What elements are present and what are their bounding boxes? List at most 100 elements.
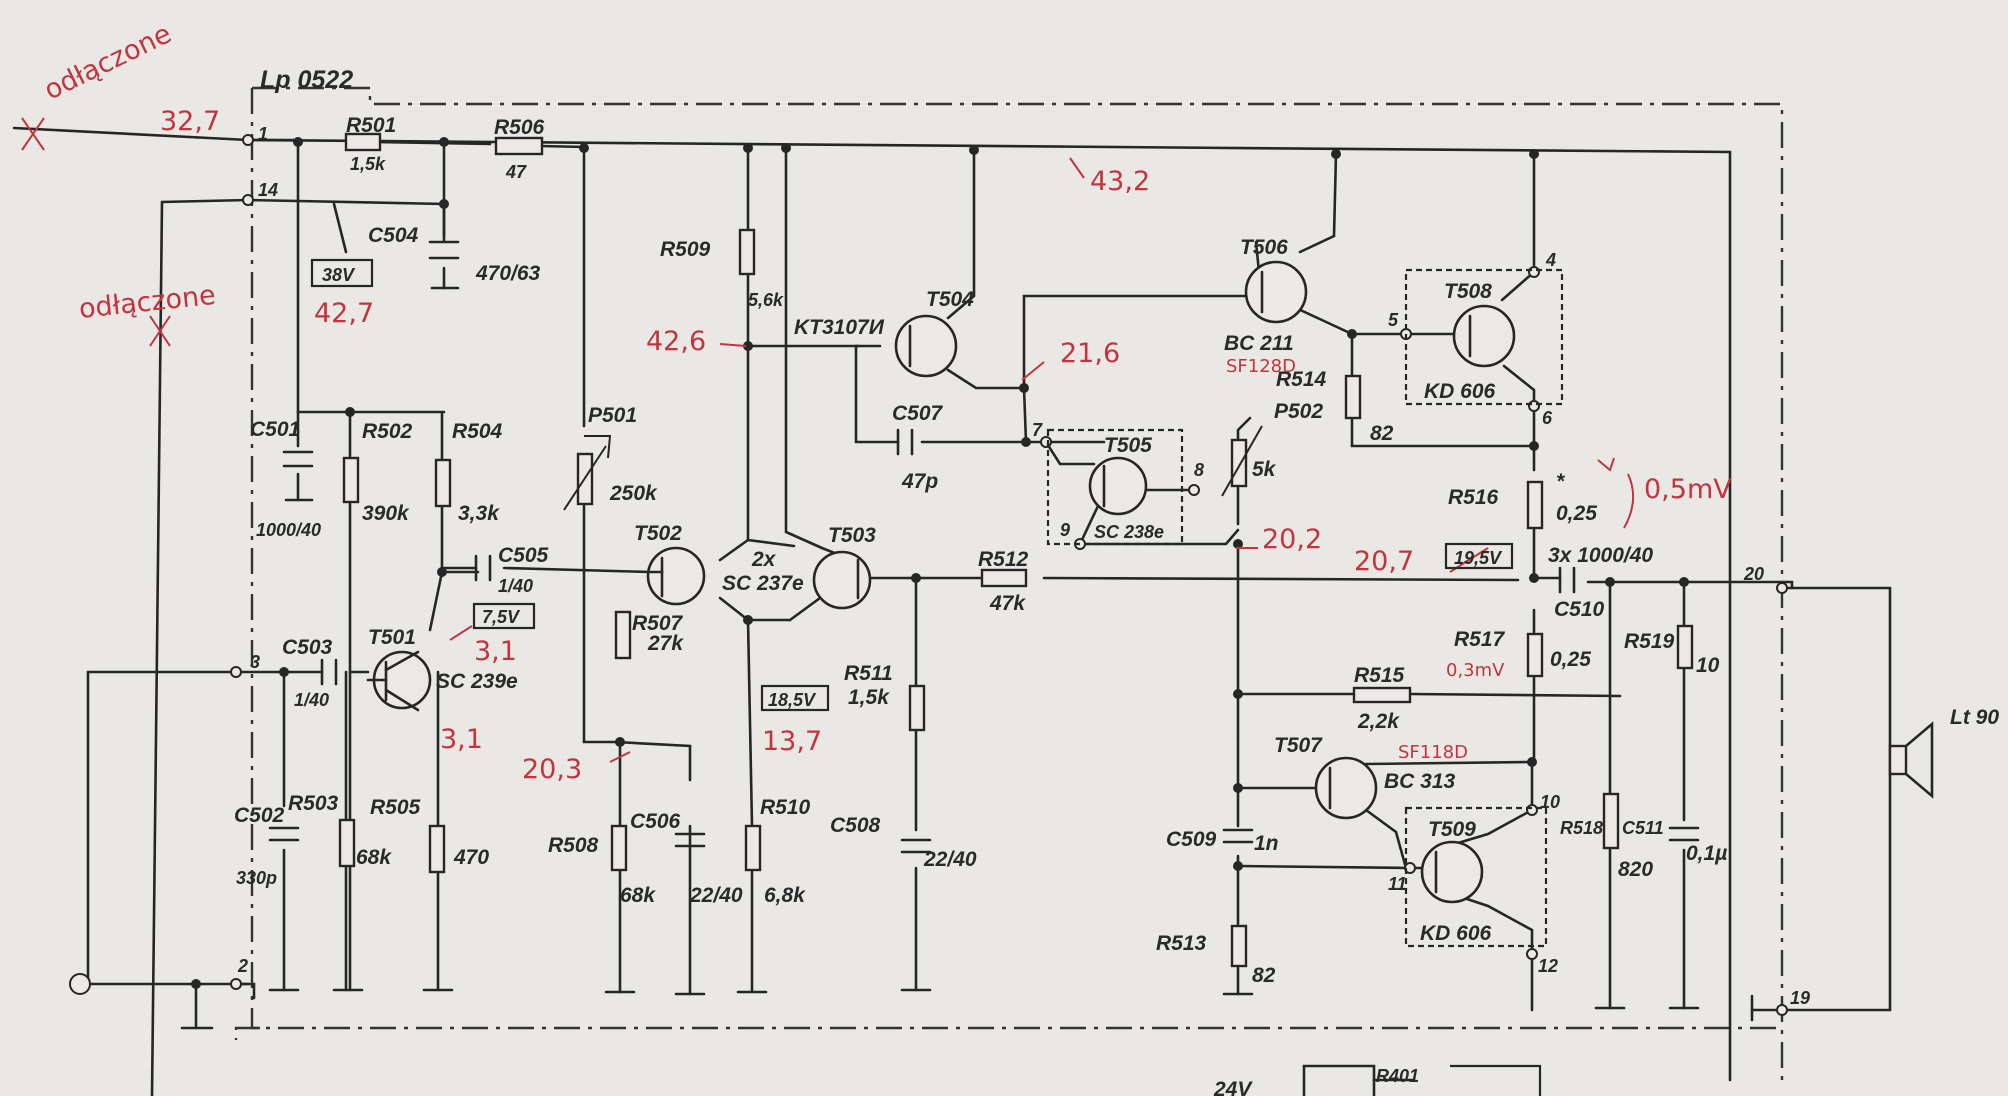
label-t505: T505 (1104, 434, 1152, 457)
label-t504-type: KT3107И (794, 316, 885, 339)
label-t507: T507 (1274, 734, 1323, 757)
label-c510: C510 (1554, 598, 1605, 621)
r515-body (1352, 686, 1412, 704)
label-r519: R519 (1624, 630, 1675, 653)
label-c508-value: 22/40 (923, 848, 977, 871)
note-r516-drop: 0,5mV (1644, 474, 1732, 505)
r502-body (342, 456, 360, 504)
label-r516-value: 0,25 (1556, 502, 1597, 525)
voltage-box-7-5v: 7,5V (482, 607, 521, 627)
label-r508-value: 68k (620, 884, 656, 907)
label-c502-value: 330p (236, 868, 277, 888)
r510-body (744, 824, 762, 872)
label-r514-value: 82 (1370, 422, 1394, 445)
label-r511-value: 1,5k (848, 686, 890, 709)
t503-symbol (812, 550, 872, 610)
label-c504: C504 (368, 224, 419, 247)
label-r502-value: 390k (362, 502, 410, 525)
ground-symbols (268, 286, 1700, 1010)
label-t501: T501 (368, 626, 416, 649)
label-r503-value: 68k (356, 846, 392, 869)
label-r515: R515 (1354, 664, 1405, 687)
label-c505-value: 1/40 (498, 576, 533, 596)
note-top-left: odłączone (39, 18, 176, 106)
label-p501: P501 (588, 404, 637, 427)
t507-symbol (1314, 756, 1378, 820)
label-c504-value: 470/63 (475, 262, 541, 285)
label-t506-type: BC 211 (1224, 332, 1294, 355)
t509-symbol (1420, 840, 1484, 904)
note-mid-left: odłączone (77, 280, 217, 325)
r516-body (1526, 480, 1544, 530)
p502-body (1230, 438, 1248, 488)
board-title: Lp 0522 (260, 66, 353, 94)
pin-2: 2 (237, 956, 248, 976)
board-frame (234, 86, 1784, 1080)
r519-body (1676, 624, 1694, 670)
label-r504-value: 3,3k (458, 502, 500, 525)
label-r512-value: 47k (989, 592, 1026, 615)
pin-9: 9 (1060, 520, 1070, 540)
note-node-38v: 42,7 (314, 298, 374, 329)
r504-body (434, 458, 452, 508)
label-r505-value: 470 (453, 846, 489, 869)
voltage-box-18-5v: 18,5V (768, 690, 817, 710)
r518-body (1602, 792, 1620, 850)
note-t506-alt: SF128D (1226, 356, 1296, 377)
label-r516: R516 (1448, 486, 1499, 509)
label-r508: R508 (548, 834, 599, 857)
label-r502: R502 (362, 420, 413, 443)
label-c506-value: 22/40 (689, 884, 743, 907)
label-r517-value: 0,25 (1550, 648, 1591, 671)
label-r506-value: 47 (505, 162, 527, 182)
label-t509: T509 (1428, 818, 1476, 841)
label-r518: R518 (1560, 818, 1603, 838)
label-p501-value: 250k (609, 482, 658, 505)
label-p502-value: 5k (1252, 458, 1277, 481)
pin-3: 3 (250, 652, 260, 672)
label-c503: C503 (282, 636, 333, 659)
label-r512: R512 (978, 548, 1029, 571)
label-r504: R504 (452, 420, 503, 443)
t502-symbol (646, 546, 706, 606)
note-r517-drop: 0,3mV (1446, 660, 1505, 681)
label-r401: R401 (1376, 1066, 1419, 1086)
pin-4: 4 (1545, 250, 1556, 270)
label-c509: C509 (1166, 828, 1217, 851)
pin-6: 6 (1542, 408, 1553, 428)
resistors (338, 132, 1694, 968)
label-c505: C505 (498, 544, 549, 567)
label-r519-value: 10 (1696, 654, 1720, 677)
r511-body (908, 684, 926, 732)
label-c509-value: 1n (1254, 832, 1279, 855)
label-t502: T502 (634, 522, 682, 545)
t508-symbol (1452, 304, 1516, 368)
label-r507-value: 27k (647, 632, 684, 655)
t505-symbol (1088, 456, 1148, 516)
pin-19: 19 (1790, 988, 1810, 1008)
pin-20: 20 (1743, 564, 1764, 584)
r506-body (494, 136, 544, 156)
label-c501: C501 (250, 418, 300, 441)
label-r511: R511 (844, 662, 893, 685)
label-t505-type: SC 238e (1094, 522, 1164, 542)
label-c507-value: 47p (901, 470, 938, 493)
label-r514: R514 (1276, 368, 1327, 391)
label-r509: R509 (660, 238, 711, 261)
r508-body (610, 824, 628, 872)
label-c502: C502 (234, 804, 285, 827)
label-t504: T504 (926, 288, 974, 311)
label-r507: R507 (632, 612, 684, 635)
r514-body (1344, 374, 1362, 420)
label-c508: C508 (830, 814, 881, 837)
label-r506: R506 (494, 116, 545, 139)
label-t503: T503 (828, 524, 876, 547)
note-t501-base: 3,1 (474, 636, 517, 667)
label-t506: T506 (1240, 236, 1288, 259)
note-t505-top: 21,6 (1060, 338, 1120, 369)
label-r510-value: 6,8k (764, 884, 806, 907)
r517-body (1526, 632, 1544, 678)
handwritten-marks (21, 117, 1635, 763)
label-r509-value: 5,6k (748, 290, 784, 310)
